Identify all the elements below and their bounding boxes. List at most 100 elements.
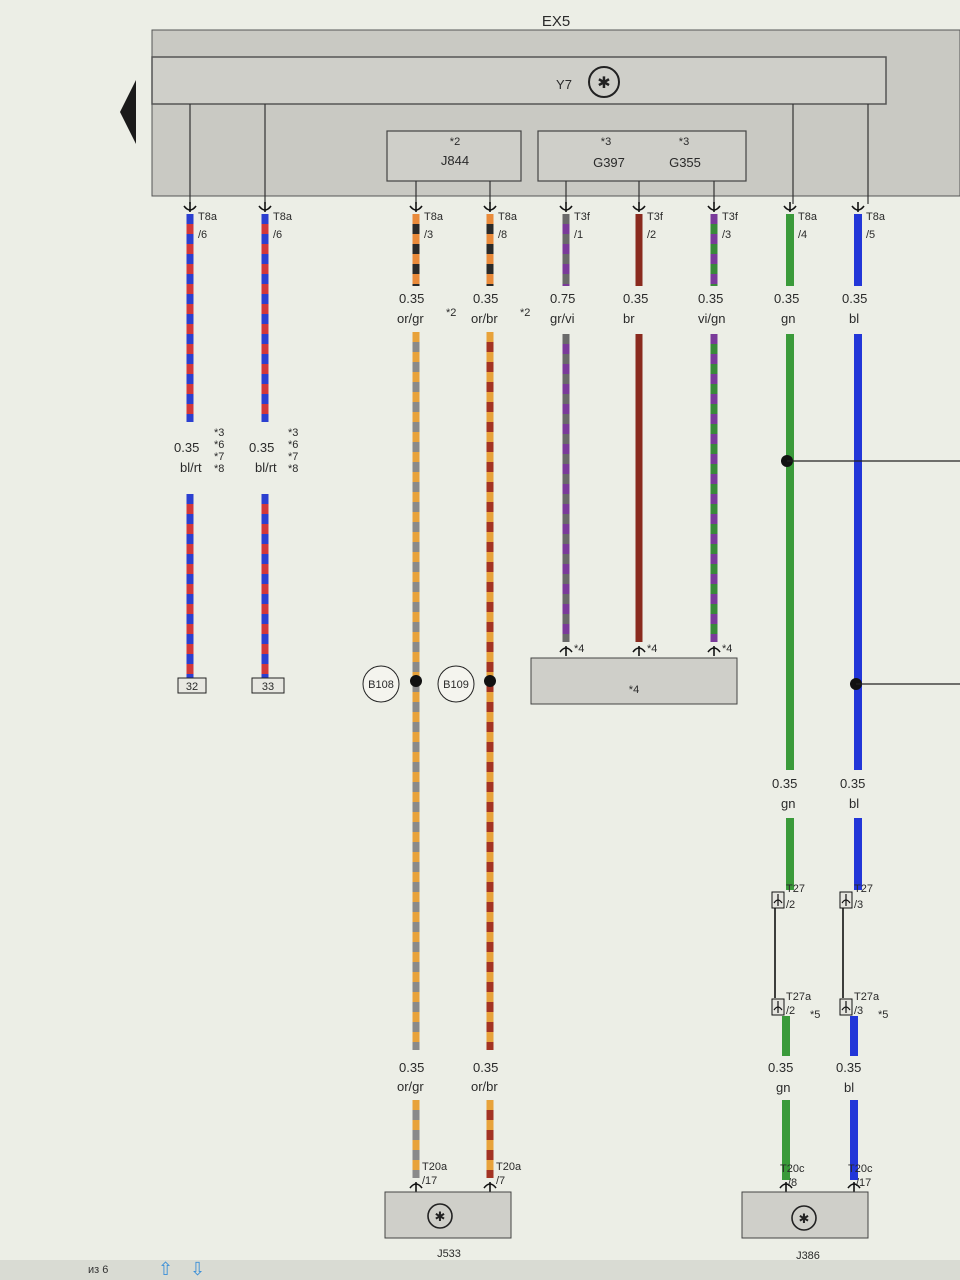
back-arrow-icon[interactable] <box>120 80 136 144</box>
wire-w2-segment-b <box>261 494 269 678</box>
wire-w8-color-code-b: gn <box>781 796 795 811</box>
connector-w3-end-name: T20a <box>422 1161 448 1173</box>
connector-w9-t27-name: T27 <box>854 883 873 895</box>
wire-w5-color-code: gr/vi <box>550 311 575 326</box>
wire-w3-segment-c <box>412 1100 420 1178</box>
wire-w5-segment-a <box>562 214 570 286</box>
wire-w9-segment-e <box>850 1100 858 1180</box>
wire-w4-color-code-b: or/br <box>471 1079 498 1094</box>
splice-b109-label: B109 <box>443 679 469 691</box>
wire-w3-segment-a <box>412 214 420 286</box>
wire-w4-note: *2 <box>520 307 530 319</box>
wire-w1-note-0: *3 <box>214 427 224 439</box>
page-up-arrow-icon[interactable]: ⇧ <box>158 1259 174 1279</box>
wire-w4-segment-a <box>486 214 494 286</box>
wire-w1-segment-b <box>186 494 194 678</box>
wire-w9-color-code-b: bl <box>849 796 859 811</box>
connector-w5-bottom <box>559 646 573 656</box>
wire-w8-segment-d <box>782 1016 790 1056</box>
terminal-32-label: 32 <box>186 681 198 693</box>
module-j844-label: J844 <box>441 153 469 168</box>
connector-w8-pin: /4 <box>798 229 807 241</box>
connector-w4-top <box>483 202 497 212</box>
footer-bar: из 6 ⇧ ⇩ <box>0 1260 960 1280</box>
wire-w3-color-code: or/gr <box>397 311 424 326</box>
ground-block <box>530 657 738 705</box>
wire-w1-color-code: bl/rt <box>180 460 202 475</box>
connector-w1-top <box>183 202 197 212</box>
wire-w3-note: *2 <box>446 307 456 319</box>
connector-w8-t27a <box>771 998 785 1016</box>
connector-w4-end-pin: /7 <box>496 1175 505 1187</box>
splice-b109-symbol <box>437 665 475 703</box>
connector-w8-end-name: T20c <box>780 1163 805 1175</box>
connector-w3-end-pin: /17 <box>422 1175 437 1187</box>
connector-w8-t27-name: T27 <box>786 883 805 895</box>
wire-w9-size-b: 0.35 <box>840 776 865 791</box>
module-g355-label: G355 <box>669 155 701 170</box>
wire-w1-note-3: *8 <box>214 463 224 475</box>
wire-w1-note-2: *7 <box>214 451 224 463</box>
connector-w2-pin: /6 <box>273 229 282 241</box>
component-j533 <box>384 1191 512 1239</box>
relay-label: Y7 <box>556 77 572 92</box>
wire-w3-color-code-b: or/gr <box>397 1079 424 1094</box>
page-down-arrow-icon[interactable]: ⇩ <box>190 1259 206 1279</box>
wire-w6-size: 0.35 <box>623 291 648 306</box>
wire-w3-size-b: 0.35 <box>399 1060 424 1075</box>
connector-w3-bottom <box>409 1182 423 1192</box>
module-g397-label: G397 <box>593 155 625 170</box>
wire-w8-size-c: 0.35 <box>768 1060 793 1075</box>
wire-w9-size-c: 0.35 <box>836 1060 861 1075</box>
wire-w7-segment-a <box>710 214 718 286</box>
wire-w8-segment-e <box>782 1100 790 1180</box>
wire-w7-color-code: vi/gn <box>698 311 725 326</box>
wire-w3-splice-dot <box>410 675 422 687</box>
svg-text:✱: ✱ <box>435 1210 446 1225</box>
wire-w8-color-code-c: gn <box>776 1080 790 1095</box>
connector-w8-t27a-pin: /2 <box>786 1005 795 1017</box>
connector-w7-name: T3f <box>722 211 739 223</box>
connector-w5-top <box>559 202 573 212</box>
wire-w6-segment-a <box>635 214 643 286</box>
wire-w7-segment-b <box>710 334 718 642</box>
relay-box <box>151 56 887 105</box>
wire-w1-segment-a <box>186 214 194 422</box>
connector-w6-top <box>632 202 646 212</box>
splice-b108-label: B108 <box>368 679 394 691</box>
svg-text:✱: ✱ <box>597 73 610 92</box>
connector-w4-bottom <box>483 1182 497 1192</box>
wire-w7-end-note: *4 <box>722 643 732 655</box>
connector-w9-t27 <box>839 891 853 909</box>
motor-symbol-icon: ✱ <box>588 66 620 98</box>
wire-w2-note-0: *3 <box>288 427 298 439</box>
connector-w9-t27a-name: T27a <box>854 991 880 1003</box>
wire-w3-size: 0.35 <box>399 291 424 306</box>
connector-w6-pin: /2 <box>647 229 656 241</box>
connector-w2-name: T8a <box>273 211 293 223</box>
connector-w9-bottom <box>847 1182 861 1192</box>
wire-w5-end-note: *4 <box>574 643 584 655</box>
connector-w5-pin: /1 <box>574 229 583 241</box>
wire-w1-note-1: *6 <box>214 439 224 451</box>
connector-w4-name: T8a <box>498 211 518 223</box>
connector-w9-end-pin: /17 <box>856 1177 871 1189</box>
connector-w8-t27-pin: /2 <box>786 899 795 911</box>
connector-w8-name: T8a <box>798 211 818 223</box>
wire-w8-color-code: gn <box>781 311 795 326</box>
wire-w9-segment-b <box>854 334 862 770</box>
component-j386-label: J386 <box>796 1250 820 1262</box>
connector-w2-top <box>258 202 272 212</box>
connector-w3-top <box>409 202 423 212</box>
wire-w3-segment-b <box>412 332 420 1050</box>
connector-w6-name: T3f <box>647 211 664 223</box>
wire-w6-segment-b <box>635 334 643 642</box>
connector-w8-bottom <box>779 1182 793 1192</box>
wire-w2-size: 0.35 <box>249 440 274 455</box>
wire-w4-splice-dot <box>484 675 496 687</box>
connector-w9-t27-pin: /3 <box>854 899 863 911</box>
wire-w8-size: 0.35 <box>774 291 799 306</box>
module-g397-g355 <box>537 130 747 182</box>
module-g355-note: *3 <box>679 136 689 148</box>
wire-w2-note-1: *6 <box>288 439 298 451</box>
